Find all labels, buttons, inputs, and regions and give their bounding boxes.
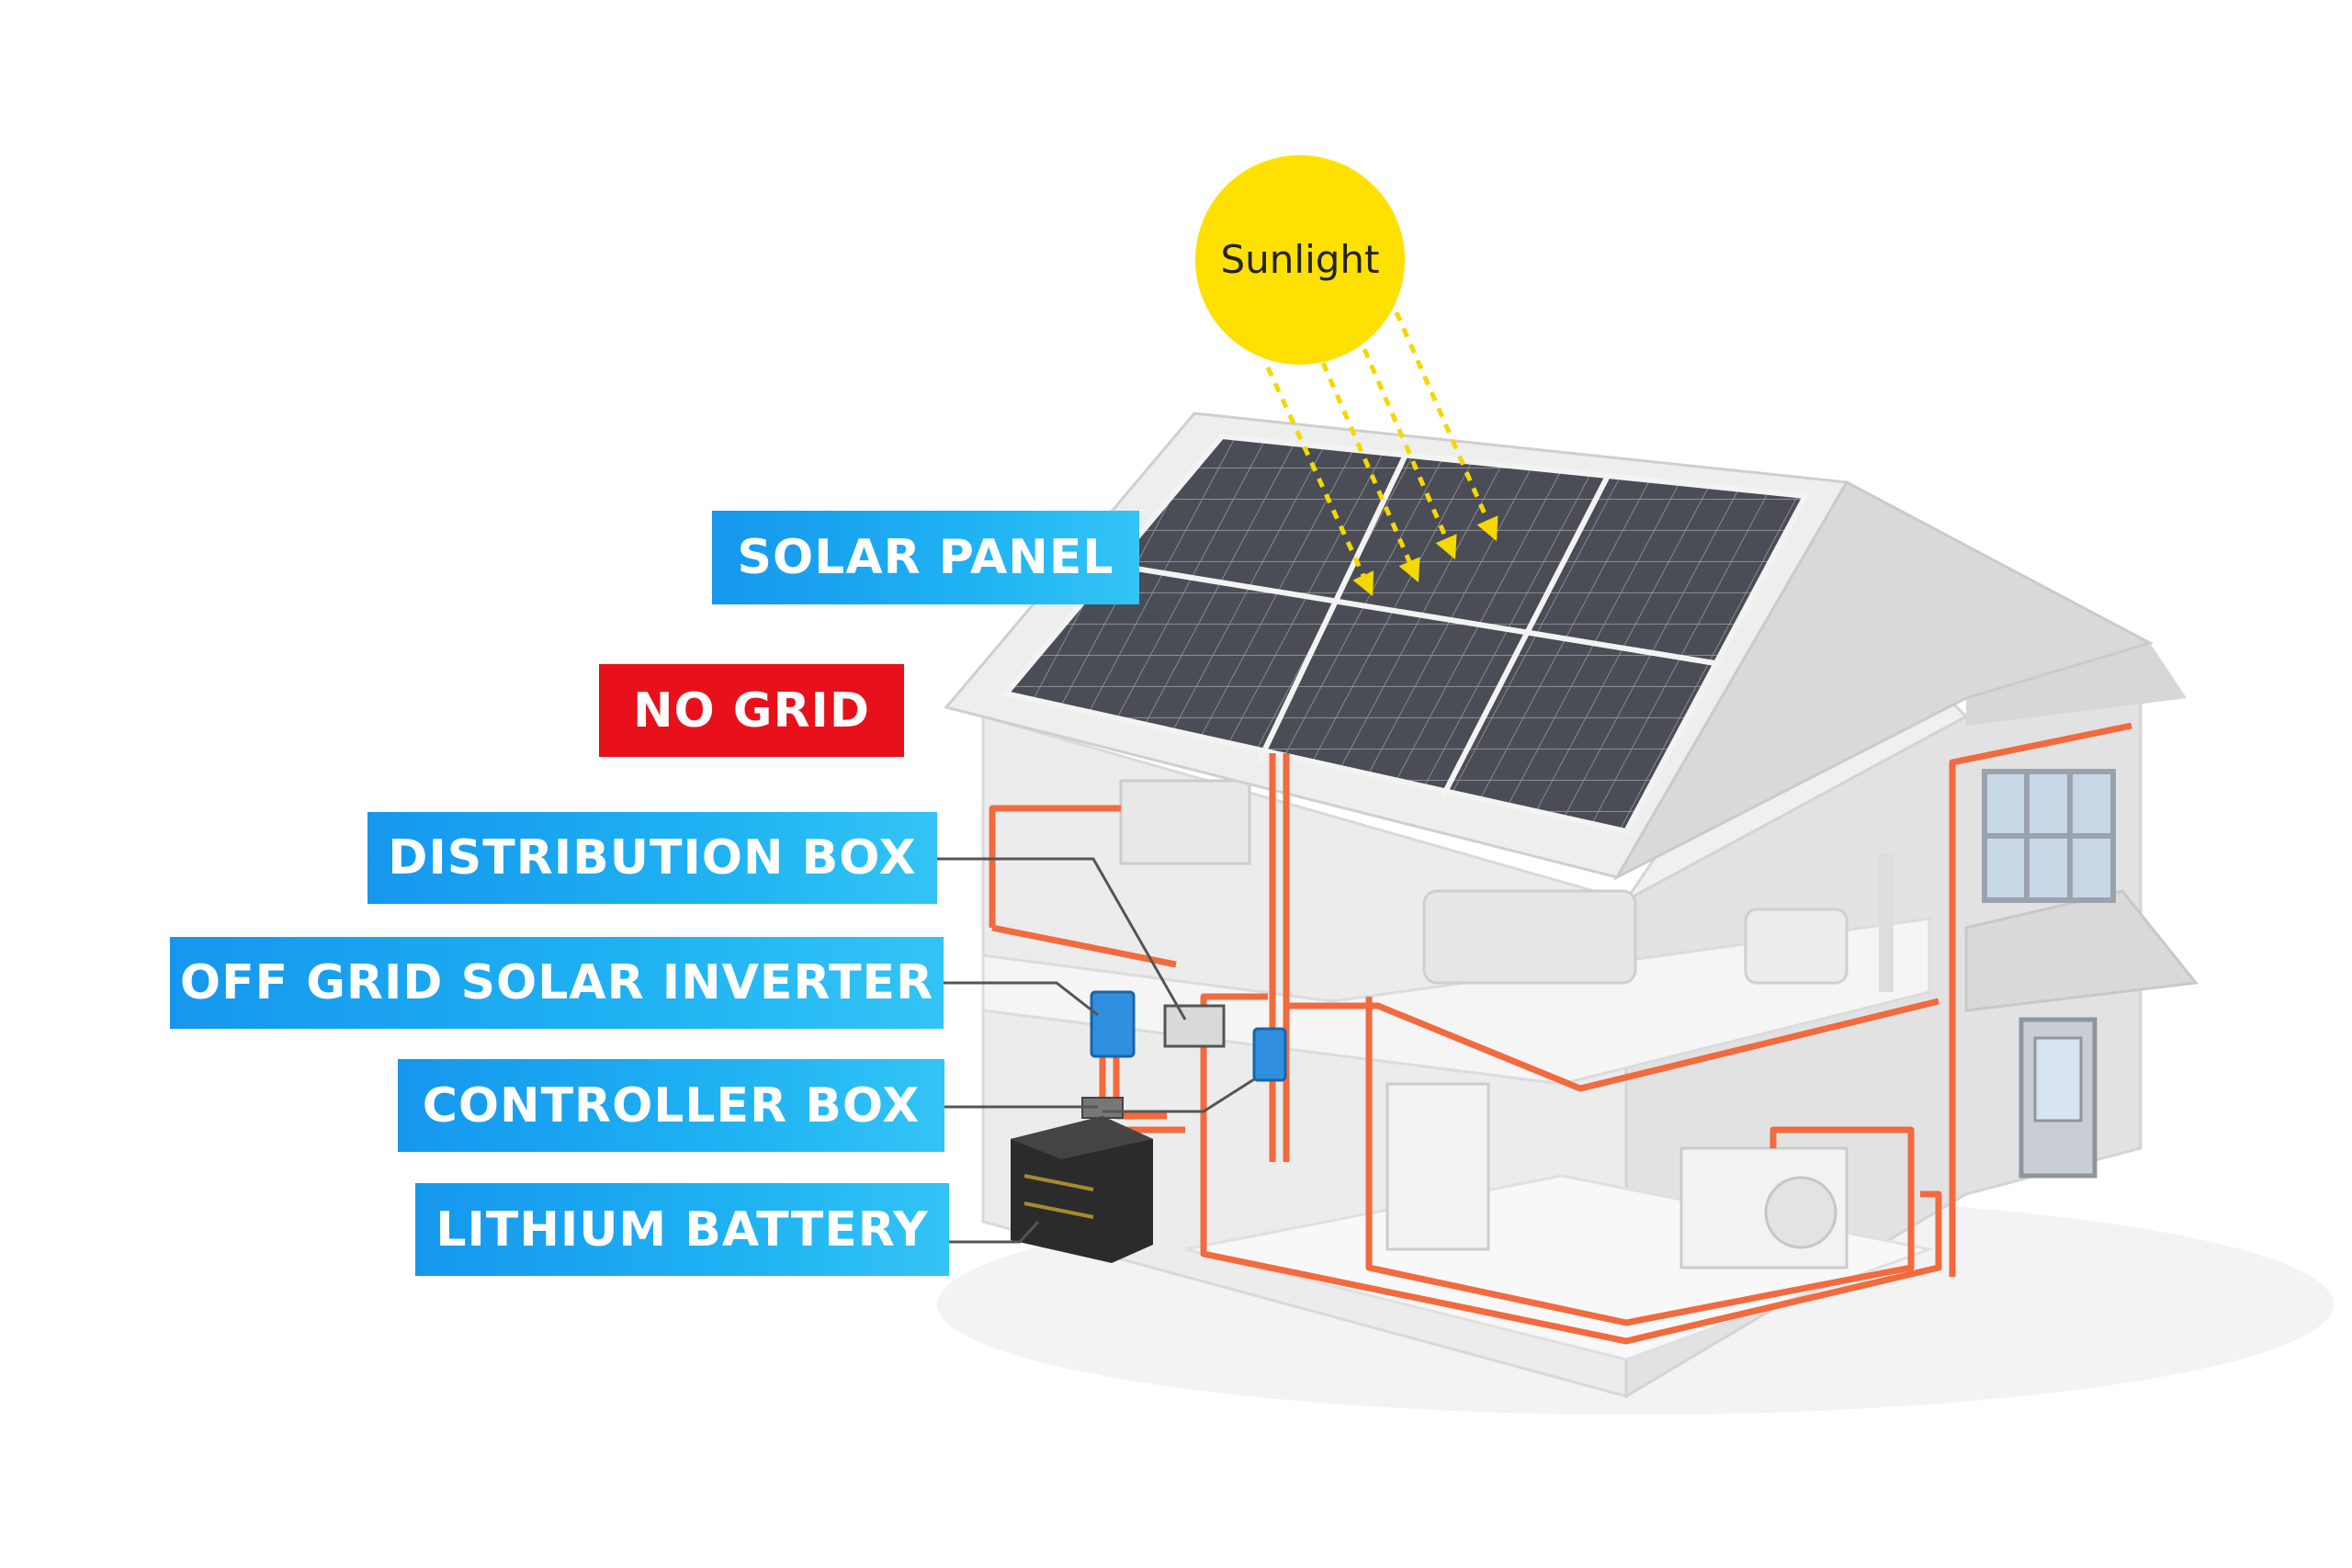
roof-right-slope — [1613, 479, 2154, 881]
sun-ray-2 — [1320, 362, 1420, 583]
battery-unit — [1011, 1116, 1153, 1263]
inverter-leader — [942, 981, 1099, 1017]
porch-roof — [1964, 889, 2199, 1012]
controller-leader — [942, 1077, 1255, 1113]
inverter-unit — [1090, 990, 1136, 1058]
armchair — [1744, 908, 1849, 985]
sun-ray-3 — [1362, 348, 1457, 560]
washer-door — [1764, 1176, 1838, 1249]
bed — [1422, 889, 1637, 985]
sun-rays — [1265, 310, 1498, 597]
wiring — [989, 722, 2132, 1345]
controller-box-label: CONTROLLER BOX — [398, 1059, 944, 1152]
equipment — [1011, 990, 1287, 1263]
fridge — [1385, 1082, 1490, 1251]
sun-label: Sunlight — [1221, 237, 1380, 282]
distribution-box-unit — [1163, 1004, 1226, 1048]
controller-unit — [1252, 1027, 1287, 1082]
lamp — [1879, 854, 1894, 992]
solar-panel-array — [1001, 433, 1810, 835]
sun-ray-4 — [1394, 310, 1498, 542]
distribution-leader — [937, 857, 1187, 1021]
solar-panel-dividers — [1113, 453, 1716, 799]
battery-leader — [946, 1220, 1040, 1244]
tv — [1119, 779, 1251, 865]
front-door — [2018, 1017, 2098, 1179]
sun-ray-1 — [1265, 366, 1374, 597]
inverter-label: OFF GRID SOLAR INVERTER — [170, 937, 944, 1029]
upper-window — [1982, 769, 2116, 903]
solar-panel-label: SOLAR PANEL — [712, 511, 1139, 604]
sun — [1195, 155, 1405, 365]
right-riser-wire — [1949, 722, 2132, 1277]
distribution-box-label: DISTRIBUTION BOX — [368, 812, 937, 904]
roof — [944, 412, 2154, 881]
floor-wire — [1286, 998, 1939, 1092]
upper-floor — [981, 917, 1931, 1086]
right-wing-roof — [1966, 643, 2187, 726]
lower-circuit-wire — [1200, 997, 1942, 1345]
panel-down-wire — [1269, 753, 1290, 1162]
leader-lines — [937, 857, 1255, 1244]
lithium-battery-label: LITHIUM BATTERY — [415, 1183, 949, 1276]
no-grid-label: NO GRID — [599, 664, 904, 757]
